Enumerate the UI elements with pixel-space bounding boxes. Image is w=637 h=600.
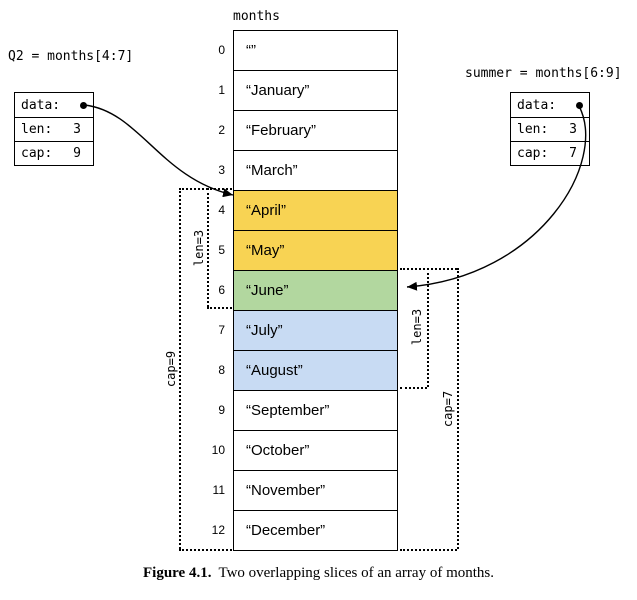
q2-slice-name: Q2 = months[4:7] (8, 49, 134, 64)
array-index: 12 (211, 523, 225, 537)
array-cell: “September” (233, 390, 398, 431)
summer-len-row: len: 3 (511, 117, 589, 141)
array-index: 7 (218, 323, 225, 337)
array-cell: “April” (233, 190, 398, 231)
q2-data-row: data: (15, 93, 93, 117)
array-row: 7 “July” (195, 310, 398, 351)
array-index: 1 (218, 83, 225, 97)
array-index: 9 (218, 403, 225, 417)
summer-cap-row: cap: 7 (511, 141, 589, 165)
summer-len-bracket-label: len=3 (410, 308, 424, 346)
array-row: 0 “” (195, 30, 398, 71)
array-row: 11 “November” (195, 470, 398, 511)
array-title: months (233, 9, 280, 24)
array-cell: “May” (233, 230, 398, 271)
q2-cap-bracket-bottom-tick (179, 549, 232, 551)
array-row: 8 “August” (195, 350, 398, 391)
summer-data-label: data: (517, 97, 557, 113)
figure-caption: Figure 4.1. Two overlapping slices of an … (0, 565, 637, 582)
array-index: 11 (212, 483, 225, 497)
q2-len-value: 3 (73, 122, 81, 137)
array-index: 6 (218, 283, 225, 297)
q2-cap-bracket-label: cap=9 (164, 350, 178, 388)
summer-cap-bracket-label: cap=7 (441, 390, 455, 428)
q2-len-bracket-line (207, 188, 209, 307)
summer-len-label: len: (517, 122, 549, 137)
summer-bracket-top-tick (400, 268, 457, 270)
summer-pointer-dot (576, 101, 583, 109)
array-cell: “November” (233, 470, 398, 511)
array-index: 0 (218, 43, 225, 57)
q2-cap-bracket-line (179, 188, 181, 549)
q2-len-bracket-label: len=3 (192, 229, 206, 267)
q2-cap-label: cap: (21, 146, 53, 161)
array-row: 6 “June” (195, 270, 398, 311)
array-index: 10 (211, 443, 225, 457)
summer-slice-name: summer = months[6:9] (465, 66, 622, 81)
array-row: 2 “February” (195, 110, 398, 151)
array-index: 5 (218, 243, 225, 257)
array-index: 2 (218, 123, 225, 137)
array-cell: “October” (233, 430, 398, 471)
array-row: 4 “April” (195, 190, 398, 231)
array-row: 9 “September” (195, 390, 398, 431)
q2-struct-box: data: len: 3 cap: 9 (14, 92, 94, 166)
array-cell: “August” (233, 350, 398, 391)
q2-cap-row: cap: 9 (15, 141, 93, 165)
figure-caption-label: Figure 4.1. (142, 565, 212, 581)
array-index: 4 (218, 203, 225, 217)
array-cell: “June” (233, 270, 398, 311)
array-cell: “March” (233, 150, 398, 191)
array-index: 3 (218, 163, 225, 177)
array-cell: “July” (233, 310, 398, 351)
q2-data-label: data: (21, 97, 61, 113)
array-index: 8 (218, 363, 225, 377)
array-row: 10 “October” (195, 430, 398, 471)
q2-cap-value: 9 (73, 146, 81, 161)
summer-cap-label: cap: (517, 146, 549, 161)
array-row: 1 “January” (195, 70, 398, 111)
q2-pointer-dot (80, 101, 87, 109)
array-row: 12 “December” (195, 510, 398, 551)
array-row: 5 “May” (195, 230, 398, 271)
figure-caption-text: Two overlapping slices of an array of mo… (218, 565, 494, 581)
array-cell: “December” (233, 510, 398, 551)
summer-cap-value: 7 (569, 146, 577, 161)
array-cell: “January” (233, 70, 398, 111)
q2-len-label: len: (21, 122, 53, 137)
summer-cap-bracket-line (457, 268, 459, 549)
summer-data-row: data: (511, 93, 589, 117)
array-cell: “” (233, 30, 398, 71)
q2-bracket-top-tick (179, 188, 232, 190)
summer-len-bracket-line (427, 268, 429, 387)
array-cell: “February” (233, 110, 398, 151)
q2-len-bracket-bottom-tick (207, 307, 232, 309)
summer-struct-box: data: len: 3 cap: 7 (510, 92, 590, 166)
summer-len-value: 3 (569, 122, 577, 137)
summer-len-bracket-bottom-tick (400, 387, 427, 389)
summer-cap-bracket-bottom-tick (400, 549, 457, 551)
array-row: 3 “March” (195, 150, 398, 191)
q2-len-row: len: 3 (15, 117, 93, 141)
